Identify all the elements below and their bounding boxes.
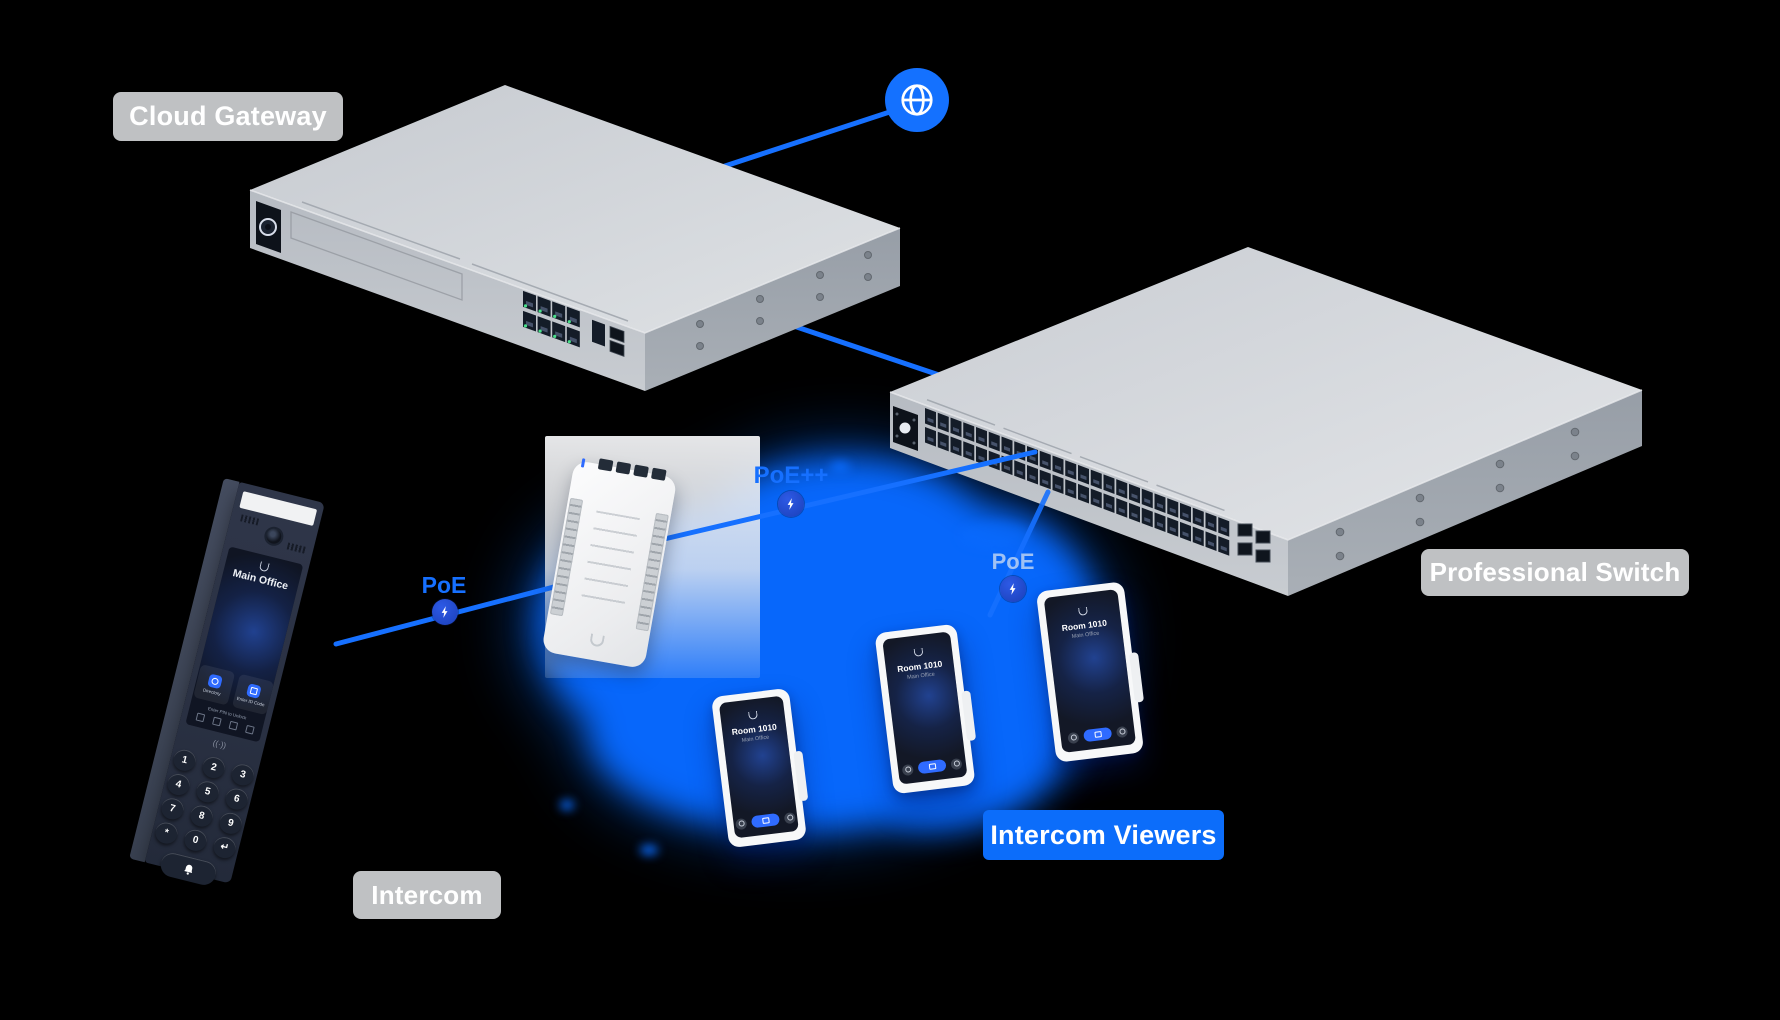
- keypad-icon: [245, 683, 262, 699]
- gateway-top-face: [250, 85, 900, 333]
- switch-top-face: [890, 247, 1642, 540]
- speaker-grille-icon: [286, 542, 306, 554]
- keypad-key[interactable]: 8: [188, 803, 215, 829]
- bell-icon: [183, 864, 192, 875]
- footer-icon: [195, 712, 205, 723]
- keypad-key[interactable]: 7: [159, 796, 186, 822]
- switch-right-face: [1288, 390, 1642, 596]
- settings-button[interactable]: [783, 811, 796, 824]
- hub-port: [650, 467, 667, 481]
- keypad-key-enter[interactable]: ↵: [211, 834, 238, 861]
- glow-speckle: [640, 845, 658, 855]
- footer-icon: [211, 716, 222, 727]
- glow-speckle: [830, 462, 850, 472]
- gateway-drive-bay: [290, 211, 463, 301]
- globe-glyph: [901, 84, 933, 116]
- glow-speckle-over-switch: [960, 522, 1030, 548]
- poe-bolt-icon: [432, 599, 458, 625]
- poe-label-intercom: PoE: [421, 572, 467, 598]
- poe-label-viewers: PoE: [991, 549, 1035, 574]
- intercom-front-face: Main Office Directory Enter ID Code Ente…: [144, 481, 325, 888]
- professional-switch-device: [889, 247, 1643, 596]
- hub-label-rows: [579, 510, 640, 617]
- mute-button[interactable]: [735, 817, 748, 830]
- switch-screws: [1335, 427, 1580, 561]
- keypad-key-star[interactable]: *: [153, 820, 180, 846]
- poe-plus-bolt-icon: [778, 491, 804, 517]
- gateway-front-face: [250, 190, 645, 391]
- viewer-screen: Room 1010 Main Office: [718, 695, 799, 839]
- line-gateway-to-switch: [767, 315, 951, 381]
- cloud-gateway-device: [249, 85, 901, 391]
- hub-port: [597, 458, 614, 472]
- keypad-key[interactable]: 1: [171, 747, 198, 774]
- professional-switch-badge: Professional Switch: [1421, 549, 1689, 596]
- settings-button[interactable]: [950, 757, 963, 770]
- hub-port: [615, 461, 632, 475]
- glow-speckle: [560, 800, 574, 810]
- keypad-key[interactable]: 5: [194, 779, 221, 805]
- doorbell-button[interactable]: [158, 850, 219, 888]
- viewer-screen: Room 1010 Main Office: [1043, 589, 1137, 753]
- gateway-screws: [696, 251, 872, 350]
- speaker-grille-icon: [240, 514, 260, 526]
- hub-port: [633, 464, 649, 478]
- keypad-key[interactable]: 4: [165, 771, 192, 798]
- keypad-key[interactable]: 3: [229, 762, 256, 788]
- mute-button[interactable]: [1067, 731, 1080, 744]
- unifi-logo-icon: [589, 633, 605, 648]
- footer-icon: [228, 720, 238, 731]
- mute-button[interactable]: [901, 763, 914, 776]
- viewer-screen: Room 1010 Main Office: [882, 631, 968, 785]
- internet-globe-icon: [885, 68, 949, 132]
- intercom-viewers-badge: Intercom Viewers: [983, 810, 1224, 860]
- keypad-key[interactable]: 0: [182, 827, 209, 854]
- poe-label-plus: PoE++: [753, 462, 829, 489]
- cloud-gateway-badge: Cloud Gateway: [113, 92, 343, 141]
- intercom-badge: Intercom: [353, 871, 501, 919]
- keypad-key[interactable]: 6: [223, 786, 250, 812]
- hub-status-led: [580, 458, 586, 468]
- switch-ethernet-ports: [925, 399, 1230, 556]
- intercom-device: Main Office Directory Enter ID Code Ente…: [129, 478, 325, 888]
- directory-icon: [206, 673, 223, 690]
- poe-viewers-bolt-icon: [1000, 576, 1026, 602]
- intercom-keypad: 1 2 3 4 5 6 7 8 9 * 0 ↵: [153, 747, 256, 861]
- line-intercom-to-hub: [333, 574, 595, 647]
- gateway-right-face: [645, 228, 900, 391]
- settings-button[interactable]: [1115, 725, 1129, 738]
- switch-sfp-ports: [1237, 523, 1271, 563]
- intercom-camera-icon: [264, 527, 283, 546]
- gateway-ethernet-ports: [523, 290, 625, 357]
- line-switch-to-viewers: [987, 489, 1051, 618]
- line-hub-to-switch: [657, 449, 1038, 543]
- keypad-key[interactable]: 2: [200, 754, 227, 781]
- keypad-key[interactable]: 9: [217, 810, 244, 837]
